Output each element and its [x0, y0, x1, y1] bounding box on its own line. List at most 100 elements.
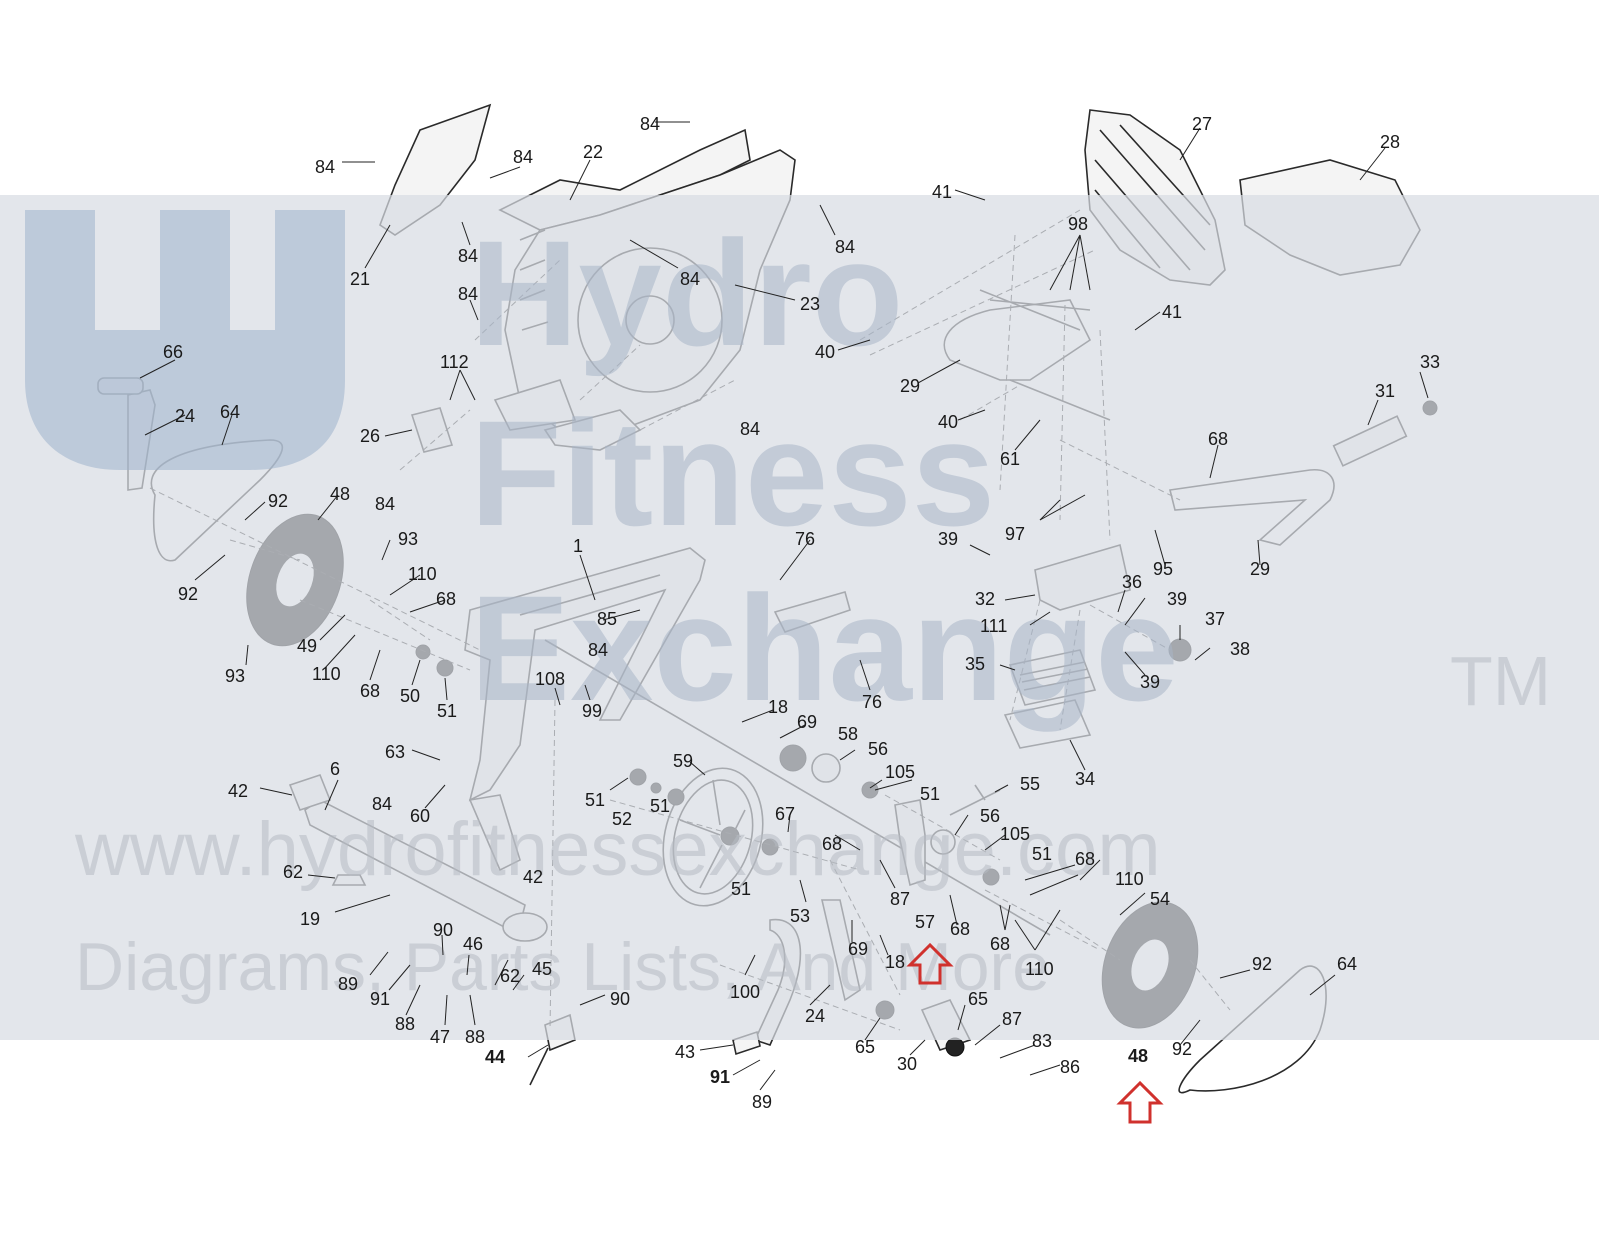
callout-33: 33 — [1420, 352, 1440, 372]
callout-42: 42 — [523, 867, 543, 887]
callout-68: 68 — [1075, 849, 1095, 869]
callout-51: 51 — [1032, 844, 1052, 864]
callout-93: 93 — [398, 529, 418, 549]
callout-76: 76 — [862, 692, 882, 712]
callout-98: 98 — [1068, 214, 1088, 234]
callout-35: 35 — [965, 654, 985, 674]
callout-112: 112 — [440, 352, 469, 372]
callout-55: 55 — [1020, 774, 1040, 794]
callout-31: 31 — [1375, 381, 1395, 401]
callout-92: 92 — [1252, 954, 1272, 974]
watermark-line1: Hydro — [470, 209, 903, 377]
callout-89: 89 — [752, 1092, 772, 1112]
callout-97: 97 — [1005, 524, 1025, 544]
callout-68: 68 — [950, 919, 970, 939]
callout-29: 29 — [900, 376, 920, 396]
callout-28: 28 — [1380, 132, 1400, 152]
callout-90: 90 — [433, 920, 453, 940]
callout-64: 64 — [220, 402, 240, 422]
callout-91: 91 — [370, 989, 390, 1009]
callout-58: 58 — [838, 724, 858, 744]
callout-68: 68 — [360, 681, 380, 701]
callout-111: 111 — [980, 616, 1007, 636]
callout-91: 91 — [710, 1067, 730, 1087]
callout-84: 84 — [640, 114, 660, 134]
callout-83: 83 — [1032, 1031, 1052, 1051]
callout-86: 86 — [1060, 1057, 1080, 1077]
callout-88: 88 — [395, 1014, 415, 1034]
callout-105: 105 — [1000, 824, 1030, 844]
watermark-line3: Exchange — [470, 564, 1179, 732]
callout-66: 66 — [163, 342, 183, 362]
up-arrow-part-48 — [1116, 1080, 1164, 1124]
up-arrow-part-57 — [906, 942, 954, 985]
callout-48: 48 — [330, 484, 350, 504]
callout-labels: 84 84 84 84 84 84 84 84 84 84 84 22 23 2… — [163, 114, 1440, 1112]
callout-88: 88 — [465, 1027, 485, 1047]
callout-51: 51 — [731, 879, 751, 899]
screw-44 — [529, 1047, 549, 1086]
callout-39: 39 — [1140, 672, 1160, 692]
callout-67: 67 — [775, 804, 795, 824]
callout-39: 39 — [938, 529, 958, 549]
callout-21: 21 — [350, 269, 370, 289]
callout-99: 99 — [582, 701, 602, 721]
watermark-tagline: Diagrams, Parts Lists, And More — [75, 929, 1050, 1005]
callout-105: 105 — [885, 762, 915, 782]
watermark-tm: TM — [1450, 642, 1551, 720]
callout-84: 84 — [680, 269, 700, 289]
callout-84: 84 — [588, 640, 608, 660]
callout-24: 24 — [805, 1006, 825, 1026]
callout-44: 44 — [485, 1047, 505, 1067]
callout-61: 61 — [1000, 449, 1020, 469]
callout-42: 42 — [228, 781, 248, 801]
callout-68: 68 — [990, 934, 1010, 954]
callout-26: 26 — [360, 426, 380, 446]
callout-38: 38 — [1230, 639, 1250, 659]
callout-89: 89 — [338, 974, 358, 994]
callout-87: 87 — [1002, 1009, 1022, 1029]
callout-110: 110 — [312, 664, 341, 684]
callout-68: 68 — [436, 589, 456, 609]
callout-56: 56 — [868, 739, 888, 759]
callout-19: 19 — [300, 909, 320, 929]
callout-54: 54 — [1150, 889, 1170, 909]
callout-57: 57 — [915, 912, 935, 932]
callout-59: 59 — [673, 751, 693, 771]
callout-85: 85 — [597, 609, 617, 629]
nut-65-b — [945, 1037, 965, 1057]
callout-87: 87 — [890, 889, 910, 909]
callout-46: 46 — [463, 934, 483, 954]
callout-62: 62 — [283, 862, 303, 882]
callout-108: 108 — [535, 669, 565, 689]
callout-63: 63 — [385, 742, 405, 762]
callout-51: 51 — [585, 790, 605, 810]
callout-51: 51 — [437, 701, 457, 721]
callout-110: 110 — [1115, 869, 1144, 889]
callout-93: 93 — [225, 666, 245, 686]
callout-84: 84 — [458, 284, 478, 304]
callout-69: 69 — [797, 712, 817, 732]
watermark-url: www.hydrofitnessexchange.com — [74, 807, 1161, 892]
callout-52: 52 — [612, 809, 632, 829]
callout-22: 22 — [583, 142, 603, 162]
callout-84: 84 — [372, 794, 392, 814]
highlight-arrows — [906, 942, 1164, 1124]
callout-95: 95 — [1153, 559, 1173, 579]
callout-27: 27 — [1192, 114, 1212, 134]
callout-68: 68 — [822, 834, 842, 854]
callout-60: 60 — [410, 806, 430, 826]
callout-37: 37 — [1205, 609, 1225, 629]
callout-68: 68 — [1208, 429, 1228, 449]
callout-36: 36 — [1122, 572, 1142, 592]
callout-40: 40 — [815, 342, 835, 362]
callout-41: 41 — [1162, 302, 1182, 322]
callout-56: 56 — [980, 806, 1000, 826]
callout-92: 92 — [1172, 1039, 1192, 1059]
callout-92: 92 — [178, 584, 198, 604]
callout-6: 6 — [330, 759, 340, 779]
callout-1: 1 — [573, 536, 583, 556]
callout-50: 50 — [400, 686, 420, 706]
callout-62: 62 — [500, 966, 520, 986]
